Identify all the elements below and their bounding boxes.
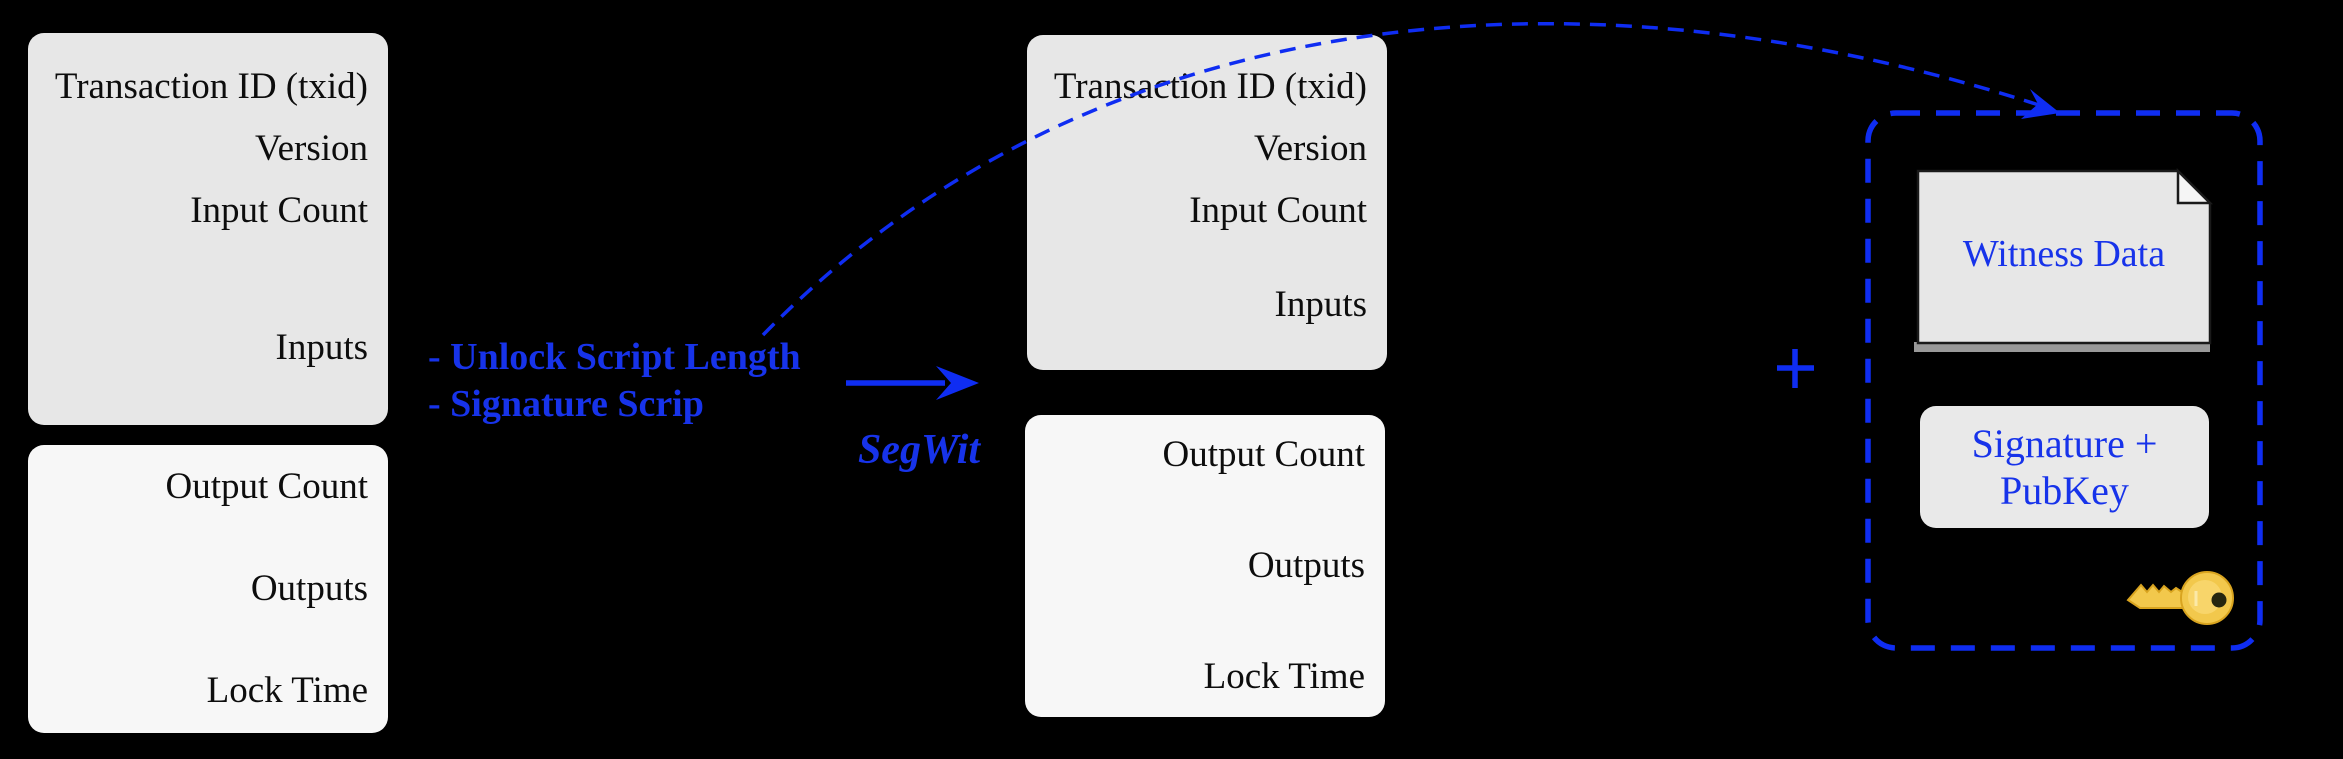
legacy-txid-field: Transaction ID (txid)	[54, 66, 368, 107]
witness-container-dashed-box	[1865, 110, 2263, 651]
key-icon	[2126, 571, 2234, 625]
segwit-transition-label: SegWit	[857, 427, 981, 473]
legacy-output-count-field: Output Count	[165, 466, 369, 507]
signature-label-line2: PubKey	[2000, 468, 2129, 513]
plus-icon	[1777, 349, 1814, 388]
segwit-version-field: Version	[1253, 128, 1367, 169]
legacy-tx-header-box: Transaction ID (txid) Version Input Coun…	[28, 33, 388, 425]
segwit-outputs-field: Outputs	[1247, 545, 1365, 586]
witness-data-label: Witness Data	[1962, 233, 2166, 275]
legacy-lock-time-field: Lock Time	[206, 670, 368, 711]
removed-items-list: - Unlock Script Length - Signature Scrip	[428, 334, 801, 428]
segwit-lock-time-field: Lock Time	[1203, 656, 1365, 697]
legacy-tx-output-box: Output Count Outputs Lock Time	[28, 445, 388, 733]
removed-item-unlock-script-length: - Unlock Script Length	[428, 336, 801, 378]
segwit-input-count-field: Input Count	[1189, 190, 1367, 231]
legacy-outputs-field: Outputs	[250, 568, 368, 609]
document-icon	[1914, 167, 2214, 352]
signature-pubkey-box: Signature + PubKey	[1920, 406, 2209, 528]
segwit-txid-field: Transaction ID (txid)	[1053, 66, 1367, 107]
segwit-tx-header-box: Transaction ID (txid) Version Input Coun…	[1027, 35, 1387, 370]
segwit-output-count-field: Output Count	[1162, 434, 1366, 475]
segwit-inputs-field: Inputs	[1274, 284, 1368, 325]
legacy-inputs-field: Inputs	[275, 327, 369, 368]
legacy-input-count-field: Input Count	[190, 190, 368, 231]
segwit-tx-output-box: Output Count Outputs Lock Time	[1025, 415, 1385, 717]
removed-item-signature-script: - Signature Scrip	[428, 383, 704, 425]
segwit-arrow-icon	[846, 366, 979, 400]
legacy-version-field: Version	[254, 128, 368, 169]
signature-label-line1: Signature +	[1971, 421, 2158, 466]
